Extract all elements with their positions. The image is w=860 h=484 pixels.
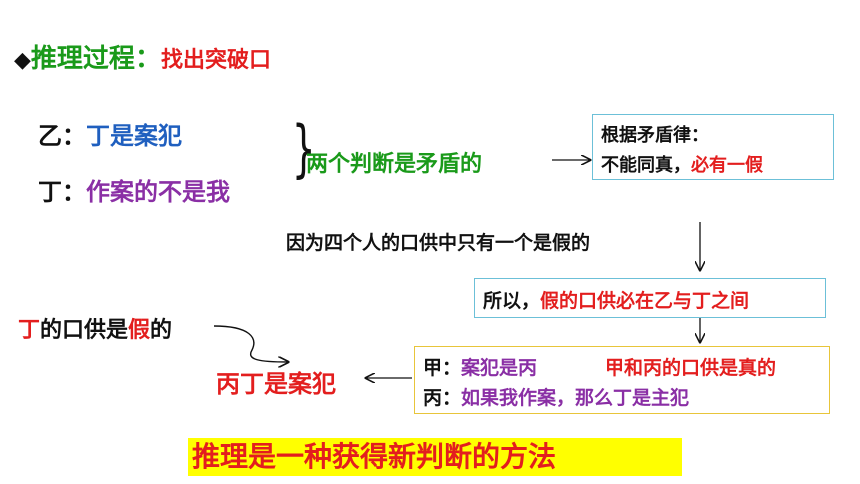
conclusion-text: 所以，假的口供必在乙与丁之间 <box>483 286 749 313</box>
speaker-bing: 丙： <box>423 387 462 409</box>
jia-text: 案犯是丙 <box>461 357 538 379</box>
speaker-yi: 乙： <box>38 122 86 150</box>
header: ◆推理过程：找出突破口 <box>14 38 271 75</box>
ding-false-b: 的口供是 <box>40 318 129 343</box>
conclusion-box: 所以，假的口供必在乙与丁之间 <box>474 278 826 318</box>
header-title: 推理过程 <box>30 44 135 74</box>
statement-ding: 丁：作案的不是我 <box>38 172 230 207</box>
speaker-jia: 甲： <box>423 357 462 379</box>
jia-line: 甲：案犯是丙 <box>423 353 537 380</box>
ding-false-d: 的 <box>150 318 173 343</box>
culprit-text: 丙丁是案犯 <box>216 370 336 398</box>
ding-false-text: 丁的口供是假的 <box>18 312 172 344</box>
header-colon: ： <box>134 44 161 74</box>
bing-line: 丙：如果我作案，那么丁是主犯 <box>423 383 689 410</box>
conclusion-red: 假的口供必在乙与丁之间 <box>540 290 750 312</box>
ding-false-c: 假 <box>128 318 151 343</box>
law-line2-red: 必有一假 <box>691 155 763 176</box>
speaker-ding: 丁： <box>38 178 86 206</box>
statement-yi-text: 丁是案犯 <box>86 122 182 150</box>
ding-false-a: 丁 <box>18 318 41 343</box>
law-line2: 不能同真，必有一假 <box>601 151 763 177</box>
curved-arrow <box>213 325 288 362</box>
header-subtitle: 找出突破口 <box>160 48 271 73</box>
law-box: 根据矛盾律： 不能同真，必有一假 <box>592 114 834 180</box>
brace-icon: } <box>291 112 316 185</box>
law-line2-black: 不能同真， <box>601 155 691 176</box>
premise-text: 因为四个人的口供中只有一个是假的 <box>286 232 591 254</box>
bing-text: 如果我作案，那么丁是主犯 <box>461 387 690 409</box>
contradiction-text: 两个判断是矛盾的 <box>306 152 483 177</box>
diamond-bullet-icon: ◆ <box>14 48 31 73</box>
conclusion-black: 所以， <box>483 290 541 312</box>
statement-yi: 乙：丁是案犯 <box>38 116 182 151</box>
law-line1: 根据矛盾律： <box>601 125 709 146</box>
statement-ding-text: 作案的不是我 <box>86 178 230 206</box>
final-note: 甲和丙的口供是真的 <box>605 357 777 379</box>
footer-banner: 推理是一种获得新判断的方法 <box>188 438 682 476</box>
final-box: 甲：案犯是丙 甲和丙的口供是真的 丙：如果我作案，那么丁是主犯 <box>414 346 830 414</box>
